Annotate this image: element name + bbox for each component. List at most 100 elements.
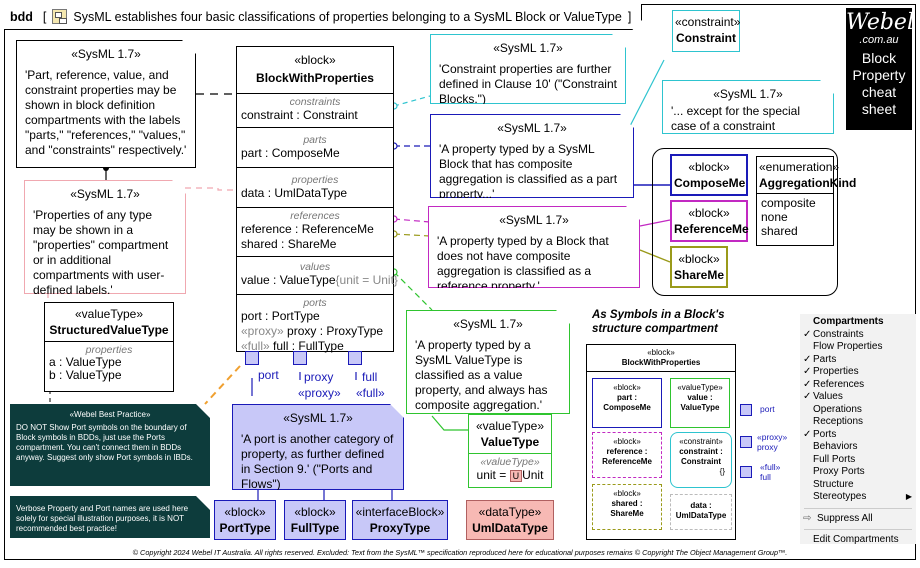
note-port[interactable]: «SysML 1.7» 'A port is another category …	[232, 404, 404, 490]
frame-header: bdd [ SysML establishes four basic class…	[4, 4, 642, 30]
note-header: «SysML 1.7»	[70, 187, 140, 201]
proxy-port-symbol[interactable]	[293, 351, 307, 365]
menu-item-ports[interactable]: ✓Ports	[803, 428, 837, 440]
symbol-constraint[interactable]: «constraint» constraint : Constraint {}	[670, 432, 732, 488]
note-constraint-properties[interactable]: «SysML 1.7» 'Constraint properties are f…	[430, 34, 626, 104]
block-structured-value-type[interactable]: «valueType» StructuredValueType properti…	[44, 302, 174, 392]
compartment-properties: properties data : UmlDataType	[237, 167, 393, 207]
block-name: BlockWithProperties	[256, 71, 374, 85]
menu-item-behaviors[interactable]: Behaviors	[813, 441, 858, 452]
menu-separator	[804, 529, 912, 530]
note-verbose-names[interactable]: Verbose Property and Port names are used…	[10, 496, 210, 538]
block-name: StructuredValueType	[49, 323, 169, 337]
symbol-value[interactable]: «valueType» value : ValueType	[670, 378, 730, 428]
frame-kind: bdd	[10, 9, 33, 24]
block-stereotype: «valueType»	[74, 307, 144, 321]
block-reference-me[interactable]: «block» ReferenceMe	[670, 200, 749, 242]
note-part-property[interactable]: «SysML 1.7» 'A property typed by a SysML…	[430, 114, 634, 198]
symbol-reference[interactable]: «block» reference : ReferenceMe	[592, 432, 662, 478]
note-text: 'A property typed by a SysML ValueType i…	[415, 338, 548, 412]
note-reference-property[interactable]: «SysML 1.7» 'A property typed by a Block…	[428, 206, 640, 288]
note-header: «SysML 1.7»	[283, 411, 353, 425]
menu-separator	[804, 507, 912, 509]
block-constraint[interactable]: «constraint» Constraint	[672, 10, 740, 52]
note-header: «SysML 1.7»	[453, 317, 523, 331]
cheat-title-4: sheet	[861, 101, 897, 117]
note-text: DO NOT Show Port symbols on the boundary…	[16, 423, 193, 462]
menu-item-properties[interactable]: ✓Properties	[803, 366, 859, 377]
cheat-title-2: Property	[852, 67, 906, 83]
block-value-type[interactable]: «valueType» ValueType «valueType» unit =…	[468, 414, 552, 488]
constraint-property: constraint : Constraint	[241, 108, 358, 122]
webel-logo: Webel .com.au Block Property cheat sheet	[846, 8, 914, 130]
compartment-parts: parts part : ComposeMe	[237, 127, 393, 167]
shared-property: shared : ShareMe	[241, 237, 337, 251]
unit-icon: U	[509, 470, 523, 482]
note-text: 'Part, reference, value, and constraint …	[25, 68, 187, 157]
block-full-type[interactable]: «block» FullType	[284, 500, 346, 540]
enum-literal: shared	[761, 224, 798, 238]
proxy-port-property: «proxy» proxy : ProxyType	[241, 324, 384, 338]
data-property: data : UmlDataType	[241, 186, 348, 200]
block-uml-data-type[interactable]: «dataType» UmlDataType	[466, 500, 554, 540]
note-best-practice[interactable]: «Webel Best Practice» DO NOT Show Port s…	[10, 404, 210, 486]
menu-item-constraints[interactable]: ✓Constraints	[803, 328, 864, 340]
menu-item-proxy-ports[interactable]: Proxy Ports	[813, 466, 865, 477]
connector-constraint	[393, 95, 431, 107]
cheat-title-3: cheat	[861, 84, 897, 100]
symbol-port[interactable]	[740, 404, 752, 416]
compartment-references: references reference : ReferenceMe share…	[237, 207, 393, 256]
full-stereo-label: «full»	[356, 386, 385, 400]
proxy-port-label: proxy	[304, 370, 334, 384]
compartments-menu: Compartments ✓Constraints Flow Propertie…	[800, 314, 916, 545]
block-aggregation-kind[interactable]: «enumeration» AggregationKind composite …	[756, 156, 856, 246]
note-value-property[interactable]: «SysML 1.7» 'A property typed by a SysML…	[406, 310, 570, 414]
block-proxy-type[interactable]: «interfaceBlock» ProxyType	[352, 500, 448, 540]
note-compartment-labels[interactable]: «SysML 1.7» 'Part, reference, value, and…	[16, 40, 196, 168]
submenu-arrow-icon: ▶	[905, 492, 912, 501]
menu-item-values[interactable]: ✓Values	[803, 391, 843, 402]
block-compose-me[interactable]: «block» ComposeMe	[670, 154, 748, 196]
compartment-values: values value : ValueType{unit = Unit}	[237, 256, 398, 294]
port-label: port	[258, 368, 279, 382]
symbol-part[interactable]: «block» part : ComposeMe	[592, 378, 662, 428]
full-port-property: «full» full : FullType	[241, 339, 344, 353]
property-row: b : ValueType	[49, 368, 122, 382]
note-text: 'A property typed by a SysML Block that …	[439, 142, 618, 201]
menu-item-full-ports[interactable]: Full Ports	[813, 453, 856, 465]
menu-item-structure[interactable]: Structure	[813, 478, 854, 490]
block-share-me[interactable]: «block» ShareMe	[670, 246, 728, 288]
symbol-data[interactable]: data : UmlDataType	[670, 494, 732, 530]
connector-reference	[393, 218, 431, 223]
compartment-ports: ports port : PortType «proxy» proxy : Pr…	[237, 294, 393, 358]
menu-item-parts[interactable]: ✓Parts	[803, 353, 837, 365]
symbol-proxy-label: «proxy» proxy	[757, 432, 788, 452]
proxy-stereo-label: «proxy»	[298, 386, 341, 400]
block-port-type[interactable]: «block» PortType	[214, 500, 276, 540]
note-text: 'Properties of any type may be shown in …	[33, 208, 169, 297]
port-property: port : PortType	[241, 309, 320, 323]
port-symbol[interactable]	[245, 351, 259, 365]
symbol-shared[interactable]: «block» shared : ShareMe	[592, 484, 662, 530]
menu-item-suppress-all[interactable]: ⇨Suppress All	[803, 512, 873, 524]
webel-domain: .com.au	[859, 34, 899, 46]
block-stereotype: «block»	[294, 53, 336, 67]
reference-property: reference : ReferenceMe	[241, 222, 374, 236]
note-header: «SysML 1.7»	[713, 87, 783, 101]
menu-item-flow-properties[interactable]: Flow Properties	[813, 341, 883, 352]
note-text: 'A property typed by a Block that does n…	[437, 234, 609, 293]
full-port-symbol[interactable]	[348, 351, 362, 365]
note-properties-compartment[interactable]: «SysML 1.7» 'Properties of any type may …	[24, 180, 186, 294]
frame-title: SysML establishes four basic classificat…	[73, 9, 622, 24]
enum-literal: composite	[761, 196, 816, 210]
menu-item-receptions[interactable]: Receptions	[813, 416, 864, 427]
menu-item-edit-compartments[interactable]: Edit Compartments	[813, 534, 899, 545]
symbol-proxy-port[interactable]	[740, 436, 752, 448]
note-constraint-exception[interactable]: «SysML 1.7» '... except for the special …	[662, 80, 834, 134]
menu-item-references[interactable]: ✓References	[803, 378, 865, 390]
block-with-properties[interactable]: «block» BlockWithProperties constraints …	[236, 46, 398, 353]
menu-item-operations[interactable]: Operations	[813, 403, 862, 415]
symbol-full-port[interactable]	[740, 466, 752, 478]
menu-item-stereotypes[interactable]: Stereotypes▶	[813, 491, 912, 502]
